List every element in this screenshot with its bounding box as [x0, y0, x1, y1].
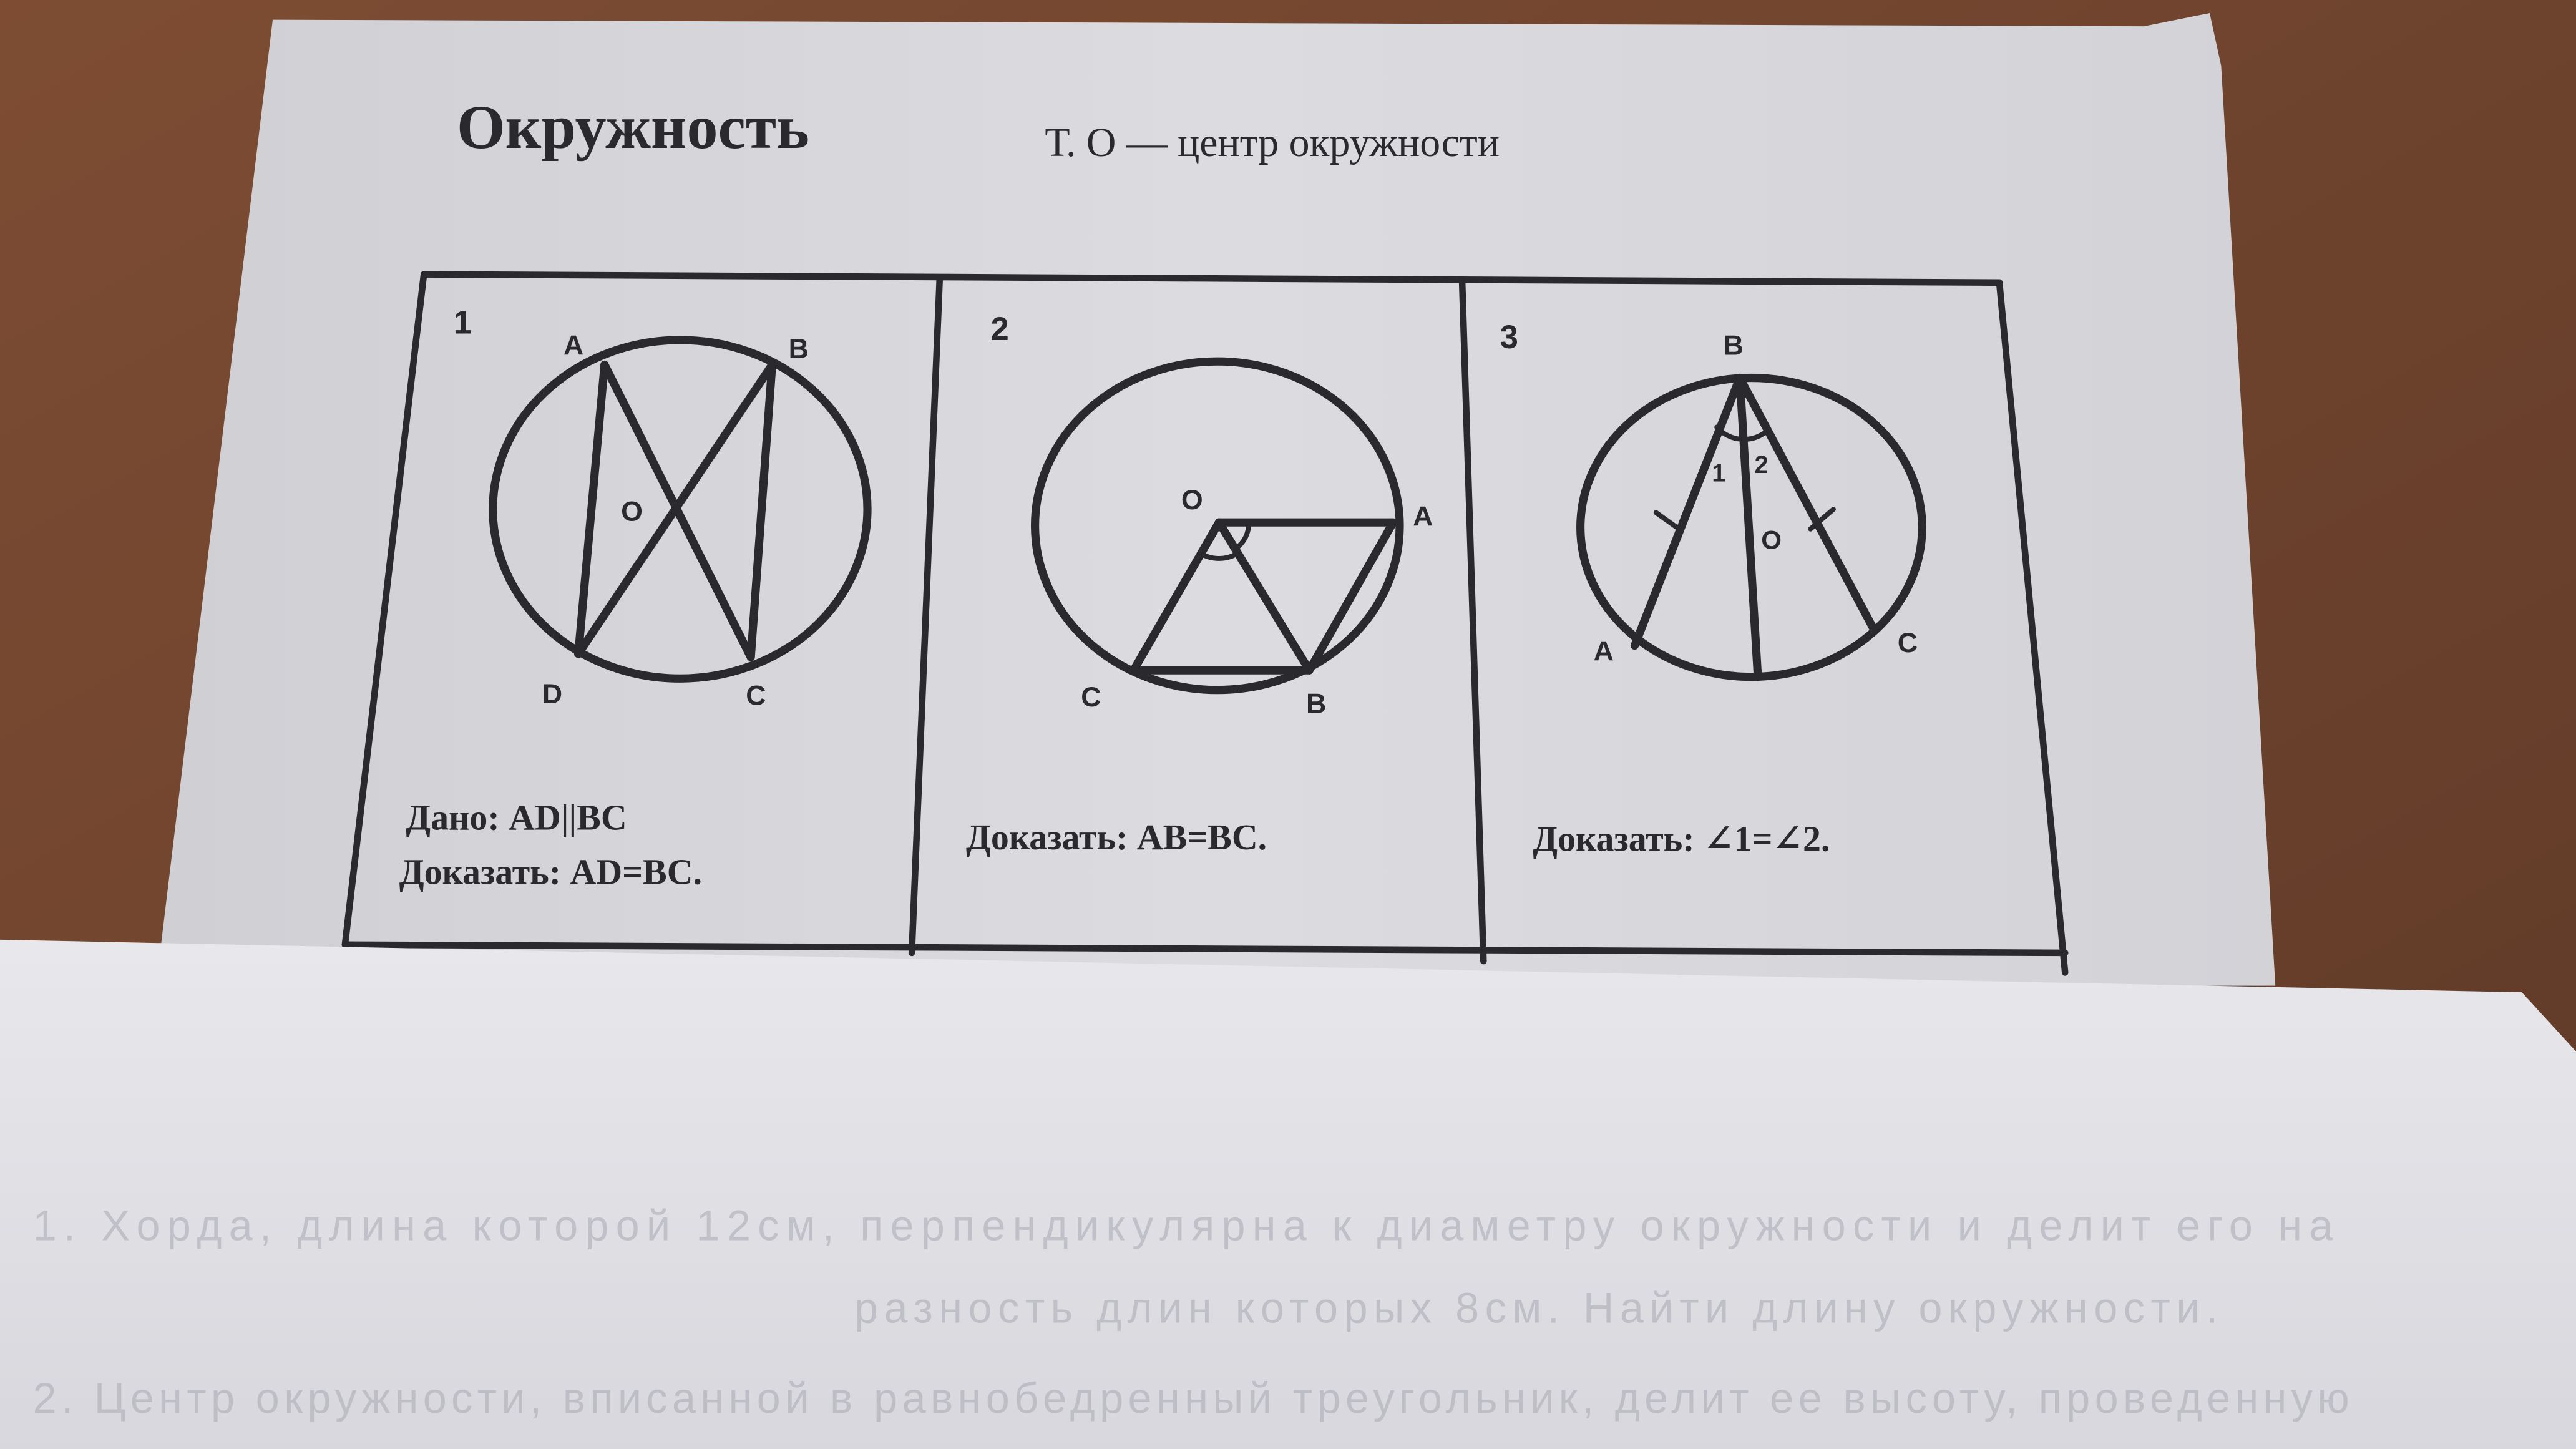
problem-number: 2	[990, 311, 1008, 348]
equal-tick-bc	[1808, 507, 1836, 532]
point-label-b: B	[1724, 330, 1744, 361]
radius-oc	[1129, 518, 1224, 675]
circle-figure	[1030, 357, 1404, 695]
point-label-o: O	[1761, 525, 1782, 554]
angle-mark-cob	[1198, 551, 1240, 561]
table-bottom-border	[341, 941, 2069, 957]
point-label-b: B	[1306, 688, 1326, 720]
equal-tick-ba	[1653, 510, 1682, 532]
point-label-c: C	[1081, 681, 1101, 713]
bleed-line-1: 1. Хорда, длина которой 12см, перпендику…	[33, 1202, 2334, 1250]
diameter-bd	[574, 360, 776, 658]
point-label-b: B	[789, 333, 809, 364]
problem-number: 3	[1500, 319, 1518, 356]
page-subtitle: Т. О — центр окружности	[1045, 120, 1500, 165]
problem-number: 1	[454, 304, 472, 341]
problem-2: 2 O A C B Доказать: AB=BC.	[966, 311, 1433, 857]
given-statement: Дано: AD||BC	[406, 797, 627, 837]
prove-statement: Доказать: ∠1=∠2.	[1533, 819, 1830, 859]
point-label-a: A	[1594, 635, 1614, 666]
page-title: Окружность	[457, 92, 809, 162]
worksheet-paper	[156, 13, 2276, 986]
prove-statement: Доказать: AB=BC.	[966, 817, 1267, 857]
chord-ab	[1305, 518, 1398, 675]
chord-bc	[746, 360, 776, 661]
point-label-d: D	[542, 678, 562, 710]
point-label-a: A	[1413, 500, 1433, 532]
point-label-c: C	[746, 680, 766, 711]
angle-mark-aob	[1232, 520, 1251, 552]
bleed-line-2: разность длин которых 8см. Найти длину о…	[854, 1284, 2218, 1332]
diameter-b	[1735, 373, 1762, 681]
table-right-border	[1996, 279, 2069, 976]
point-label-o: O	[621, 496, 643, 527]
problem-3: 3 B 1 2 O A C Доказать: ∠1=∠2.	[1500, 319, 1926, 859]
chord-bc	[1735, 373, 1877, 632]
circle-figure	[1576, 373, 1926, 681]
circle-figure	[489, 336, 872, 683]
problem-table	[341, 271, 2069, 976]
point-label-o: O	[1181, 484, 1203, 515]
table-top-border	[420, 271, 2003, 286]
angle-mark-b	[1714, 424, 1770, 442]
table-left-border	[341, 271, 427, 949]
chord-ba	[1630, 373, 1744, 650]
table-divider-2	[1458, 277, 1487, 965]
table-divider-1	[908, 274, 944, 957]
point-label-c: C	[1898, 627, 1918, 658]
prove-statement: Доказать: AD=BC.	[399, 851, 702, 892]
angle-label-2: 2	[1755, 451, 1769, 479]
overlapping-sheet	[0, 939, 2576, 1449]
point-label-a: A	[564, 330, 583, 361]
angle-label-1: 1	[1712, 459, 1725, 487]
chord-ad	[574, 360, 609, 658]
problem-1: 1 A B D C O Дано: AD||BC Доказать: AD=BC…	[399, 304, 872, 892]
